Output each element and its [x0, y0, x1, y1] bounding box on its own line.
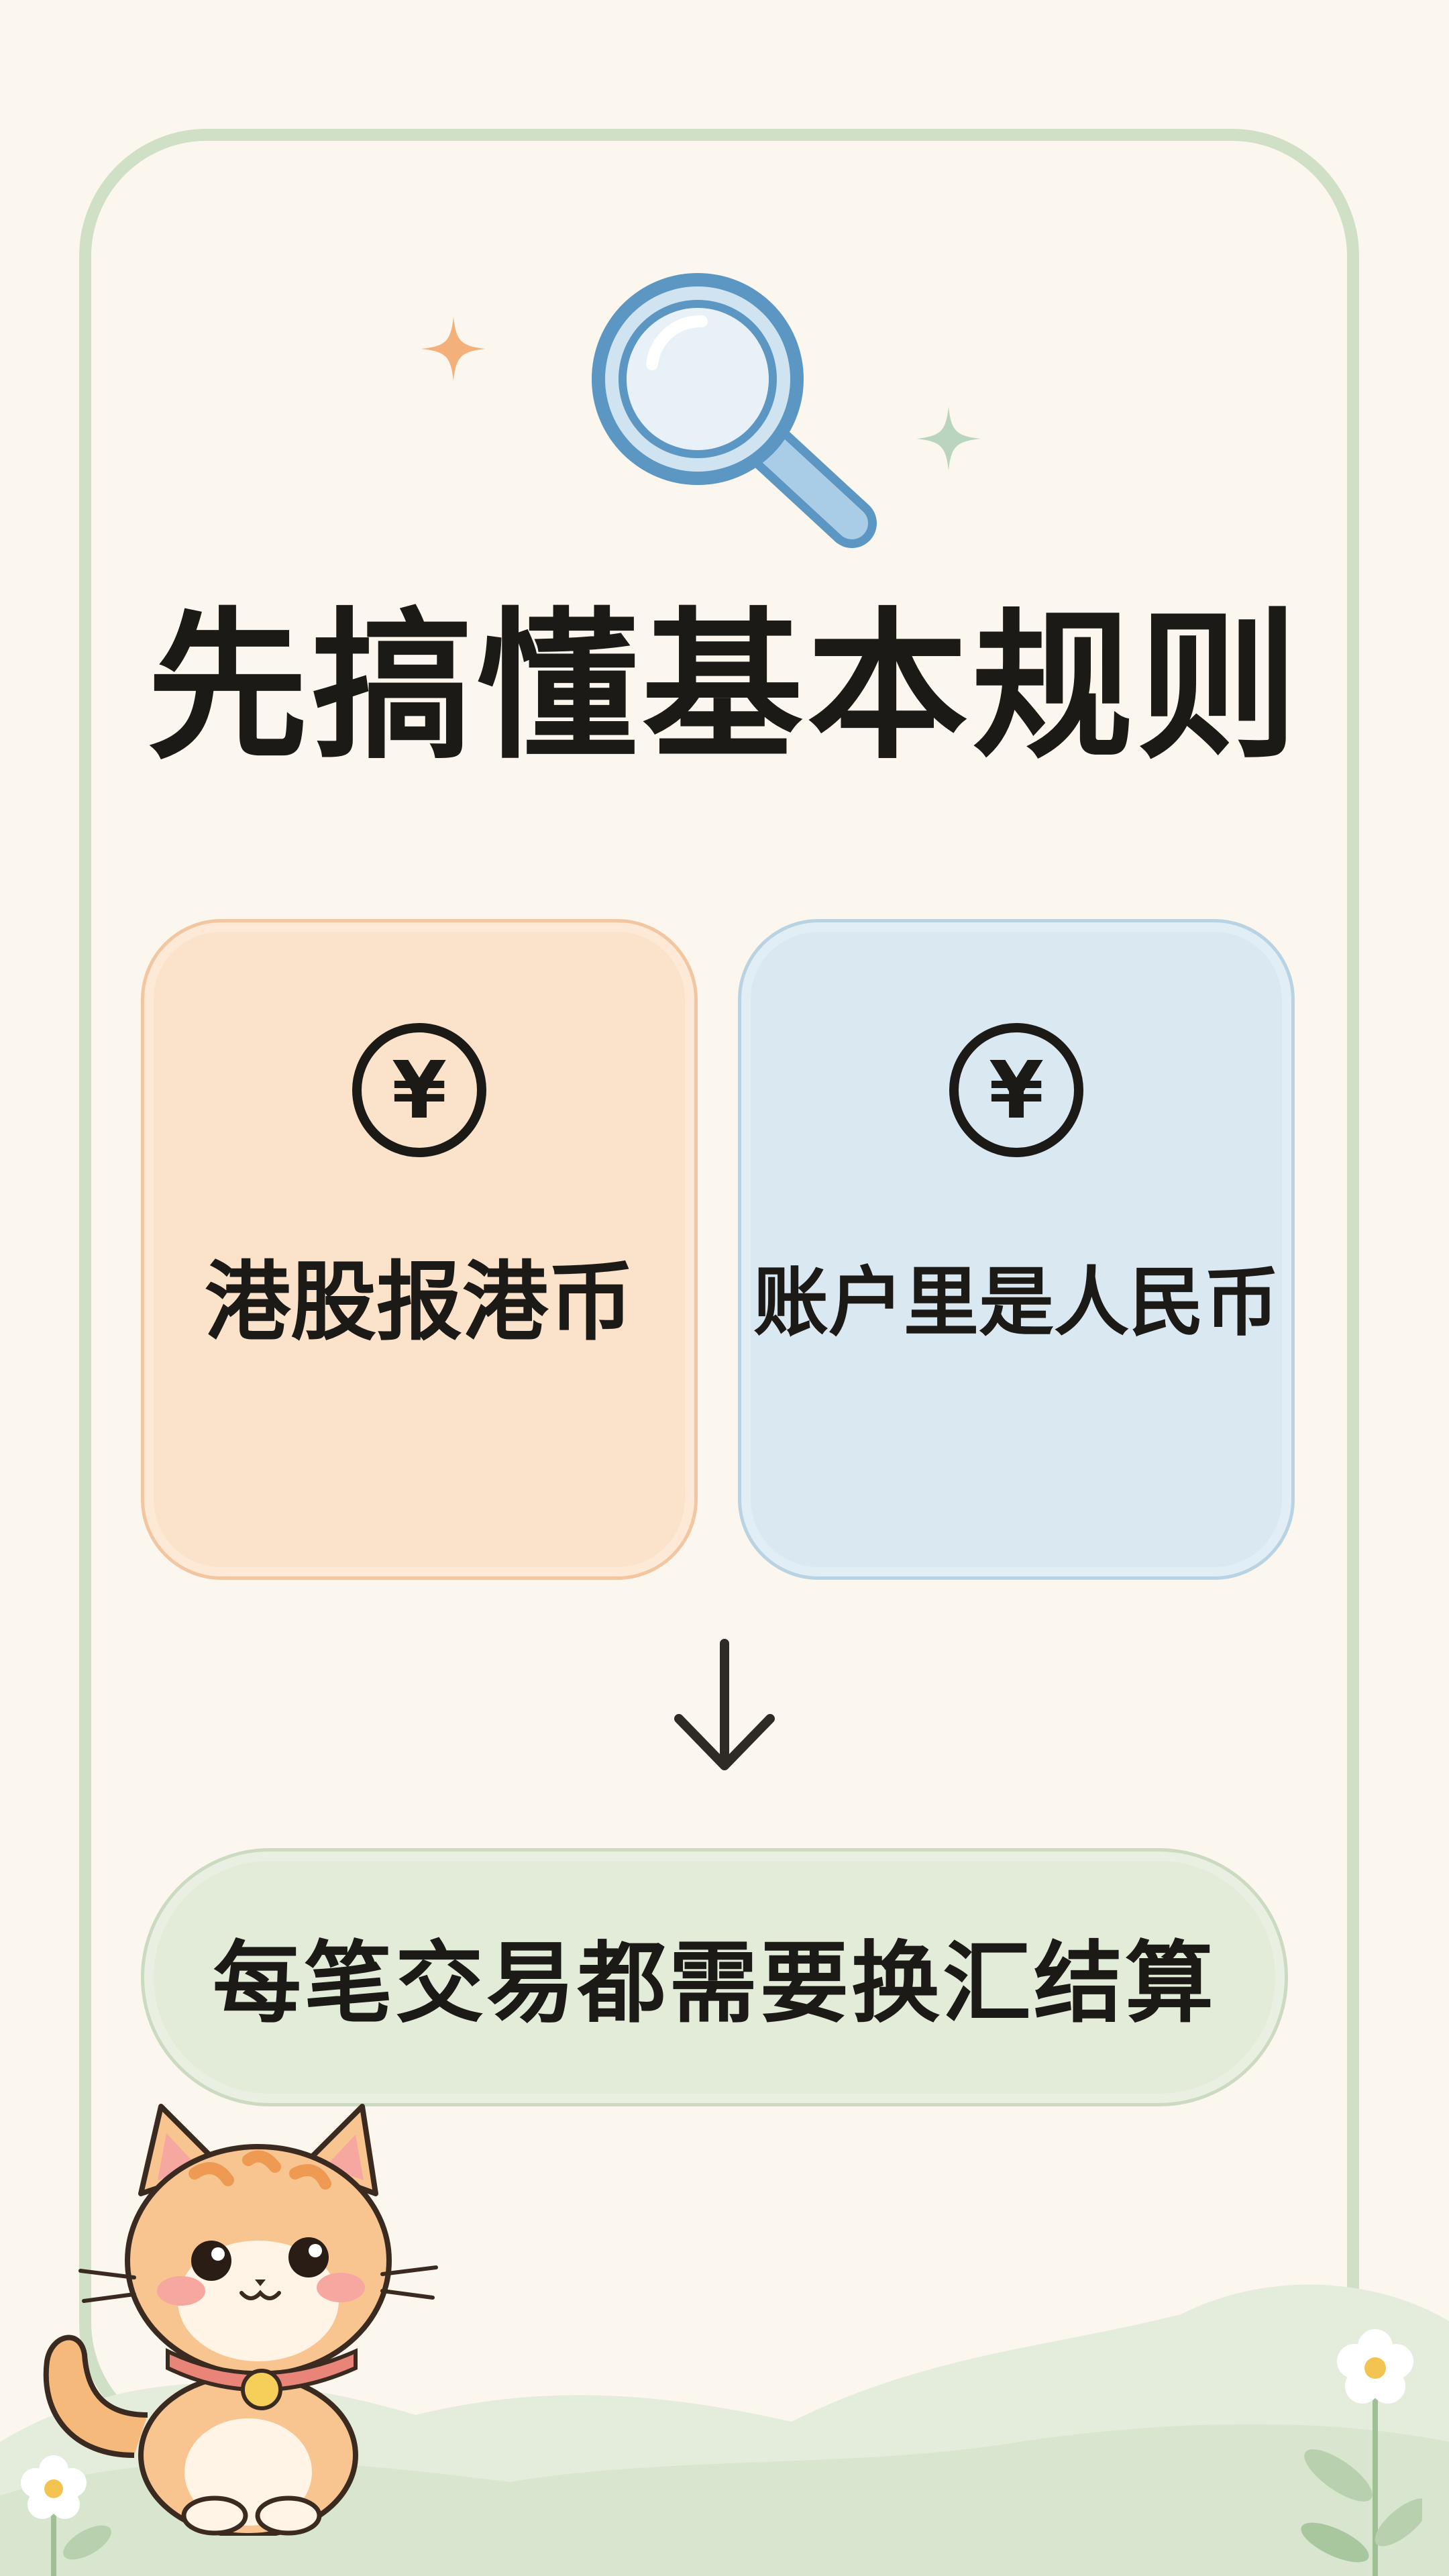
flower-icon — [21, 2455, 111, 2576]
flower-icon — [1301, 2329, 1422, 2576]
card-label: 账户里是人民币 — [753, 1259, 1279, 1346]
cat-mascot — [43, 2104, 438, 2536]
yuan-coin-icon: ¥ — [949, 1023, 1083, 1157]
hills-decoration — [0, 2284, 1449, 2576]
card-label: 港股报港币 — [204, 1252, 634, 1352]
conclusion-text: 每笔交易都需要换汇结算 — [213, 1932, 1216, 2035]
sparkle-icon — [421, 317, 486, 381]
arrow-down-icon — [674, 1639, 775, 1770]
rmb-account-card: ¥ 账户里是人民币 — [738, 919, 1295, 1580]
yuan-coin-icon: ¥ — [352, 1023, 486, 1157]
magnifier-icon — [592, 273, 877, 548]
conclusion-box: 每笔交易都需要换汇结算 — [141, 1848, 1288, 2106]
page-title: 先搞懂基本规则 — [146, 593, 1302, 781]
hkd-quote-card: ¥ 港股报港币 — [141, 919, 698, 1580]
sparkle-icon — [916, 407, 981, 471]
